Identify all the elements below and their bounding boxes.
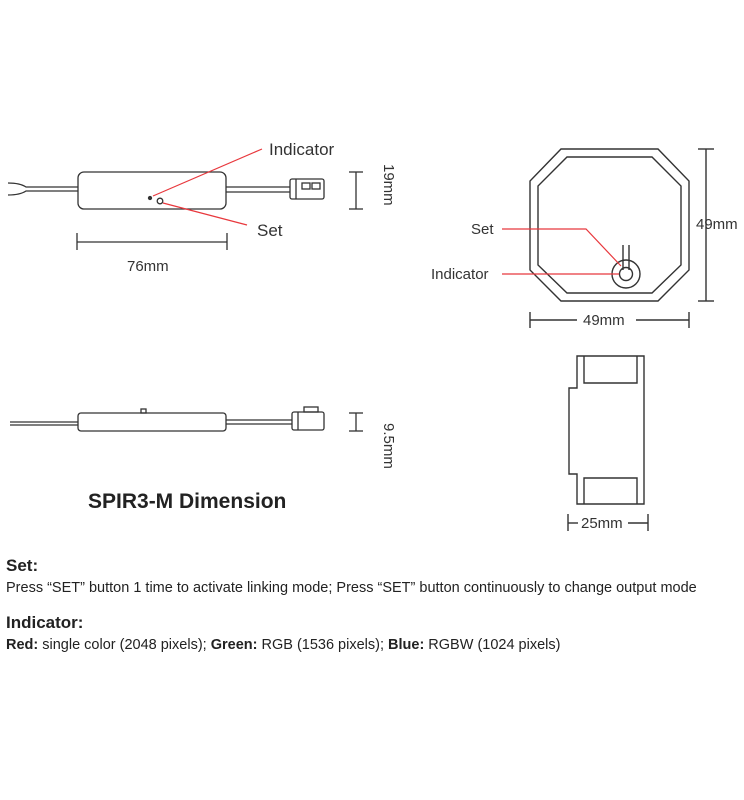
set-heading: Set: [6, 556, 39, 575]
controller-side-view [10, 406, 363, 432]
set-leader-top [162, 202, 248, 226]
dimension-49mm-bottom: 49mm [583, 312, 625, 329]
red-label: Red: [6, 637, 39, 653]
indicator-dot [147, 195, 153, 201]
side-body [568, 355, 645, 505]
red-text: single color (2048 pixels); [38, 637, 211, 653]
cable-left [7, 182, 78, 196]
octagon-inner [537, 156, 682, 294]
knob-inner [618, 266, 634, 282]
label-indicator-right: Indicator [431, 266, 489, 283]
dimension-9.5mm: 9.5mm [380, 423, 397, 469]
dimension-76mm: 76mm [127, 258, 169, 275]
green-text: RGB (1536 pixels); [257, 637, 389, 653]
controller-body [77, 171, 227, 210]
controller-top-view [7, 171, 363, 250]
connector-side [291, 411, 325, 431]
controller-side-body [77, 412, 227, 432]
indicator-heading: Indicator: [6, 613, 84, 632]
green-label: Green: [210, 637, 258, 653]
octagon-front-view [529, 148, 714, 328]
dimension-diagram: Indicator Set 76mm 19mm 9.5mm SPIR3-M Di… [7, 140, 738, 532]
label-indicator-top: Indicator [269, 140, 335, 159]
set-leader-right [502, 228, 622, 267]
diagram-title: SPIR3-M Dimension [88, 490, 286, 513]
connector [289, 178, 325, 200]
notes-section: Set: Press “SET” button 1 time to activa… [6, 556, 736, 670]
blue-label: Blue: [388, 637, 425, 653]
dimension-19mm: 19mm [380, 164, 397, 206]
set-button [156, 197, 164, 205]
dimension-25mm: 25mm [581, 515, 623, 532]
octagon-side-view [567, 355, 649, 531]
dimension-49mm-right: 49mm [696, 216, 738, 233]
indicator-leader-top [152, 148, 263, 197]
set-description: Press “SET” button 1 time to activate li… [6, 580, 697, 596]
blue-text: RGBW (1024 pixels) [424, 637, 561, 653]
indicator-description: Red: single color (2048 pixels); Green: … [6, 636, 736, 654]
label-set-top: Set [257, 221, 283, 240]
octagon-outer [529, 148, 690, 302]
label-set-right: Set [471, 221, 494, 238]
